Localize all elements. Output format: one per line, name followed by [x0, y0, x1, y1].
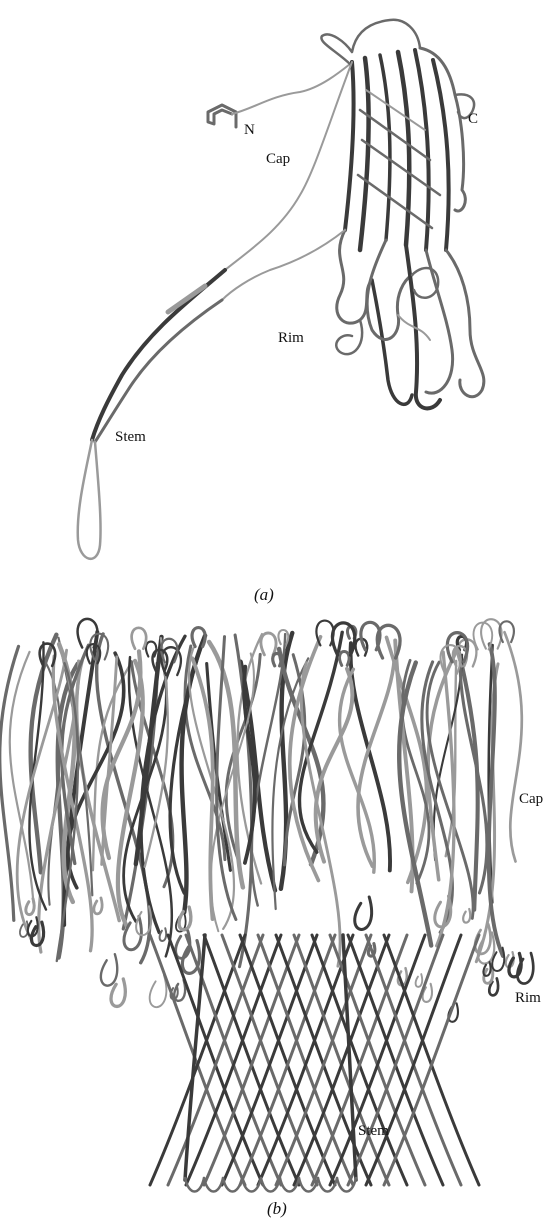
- ribbon-strand: [160, 928, 167, 941]
- ribbon-strand: [339, 652, 349, 666]
- ribbon-strand: [416, 974, 423, 987]
- ribbon-strand: [355, 897, 372, 929]
- ribbon-strand: [101, 954, 117, 985]
- ribbon-strand: [223, 1178, 242, 1192]
- ribbon-strand: [94, 898, 102, 914]
- ribbon-strand: [150, 975, 167, 1007]
- ribbon-strand: [242, 1178, 261, 1192]
- label-rim-b: Rim: [515, 990, 541, 1006]
- label-n-terminus: N: [244, 122, 255, 138]
- label-rim-a: Rim: [278, 330, 304, 346]
- panel-b-heptamer-ribbon: [0, 619, 533, 1192]
- cap-tangle: [0, 619, 522, 967]
- ribbon-strand: [0, 646, 19, 920]
- rim-loops: [20, 896, 533, 1022]
- ribbon-strand: [301, 663, 340, 966]
- ribbon-strand: [26, 899, 34, 915]
- stem-barrel-lattice: [150, 935, 479, 1192]
- caption-a: (a): [254, 585, 274, 604]
- ribbon-strand: [146, 642, 156, 657]
- label-stem-a: Stem: [115, 429, 146, 445]
- label-cap-a: Cap: [266, 151, 290, 167]
- label-stem-b: Stem: [358, 1123, 389, 1139]
- ribbon-strand: [273, 654, 282, 666]
- label-c-terminus: C: [468, 111, 478, 127]
- ribbon-strand: [278, 630, 288, 644]
- ribbon-strand: [463, 909, 470, 923]
- caption-b: (b): [267, 1199, 287, 1218]
- ribbon-strand: [337, 1178, 356, 1192]
- ribbon-strand: [176, 931, 190, 958]
- ribbon-strand: [174, 980, 185, 1001]
- ribbon-strand: [505, 632, 522, 861]
- ribbon-strand: [132, 628, 147, 649]
- panel-a-monomer-ribbon: [78, 20, 484, 559]
- ribbon-strand: [261, 633, 276, 655]
- label-cap-b: Cap: [519, 791, 543, 807]
- ribbon-strand: [316, 621, 333, 646]
